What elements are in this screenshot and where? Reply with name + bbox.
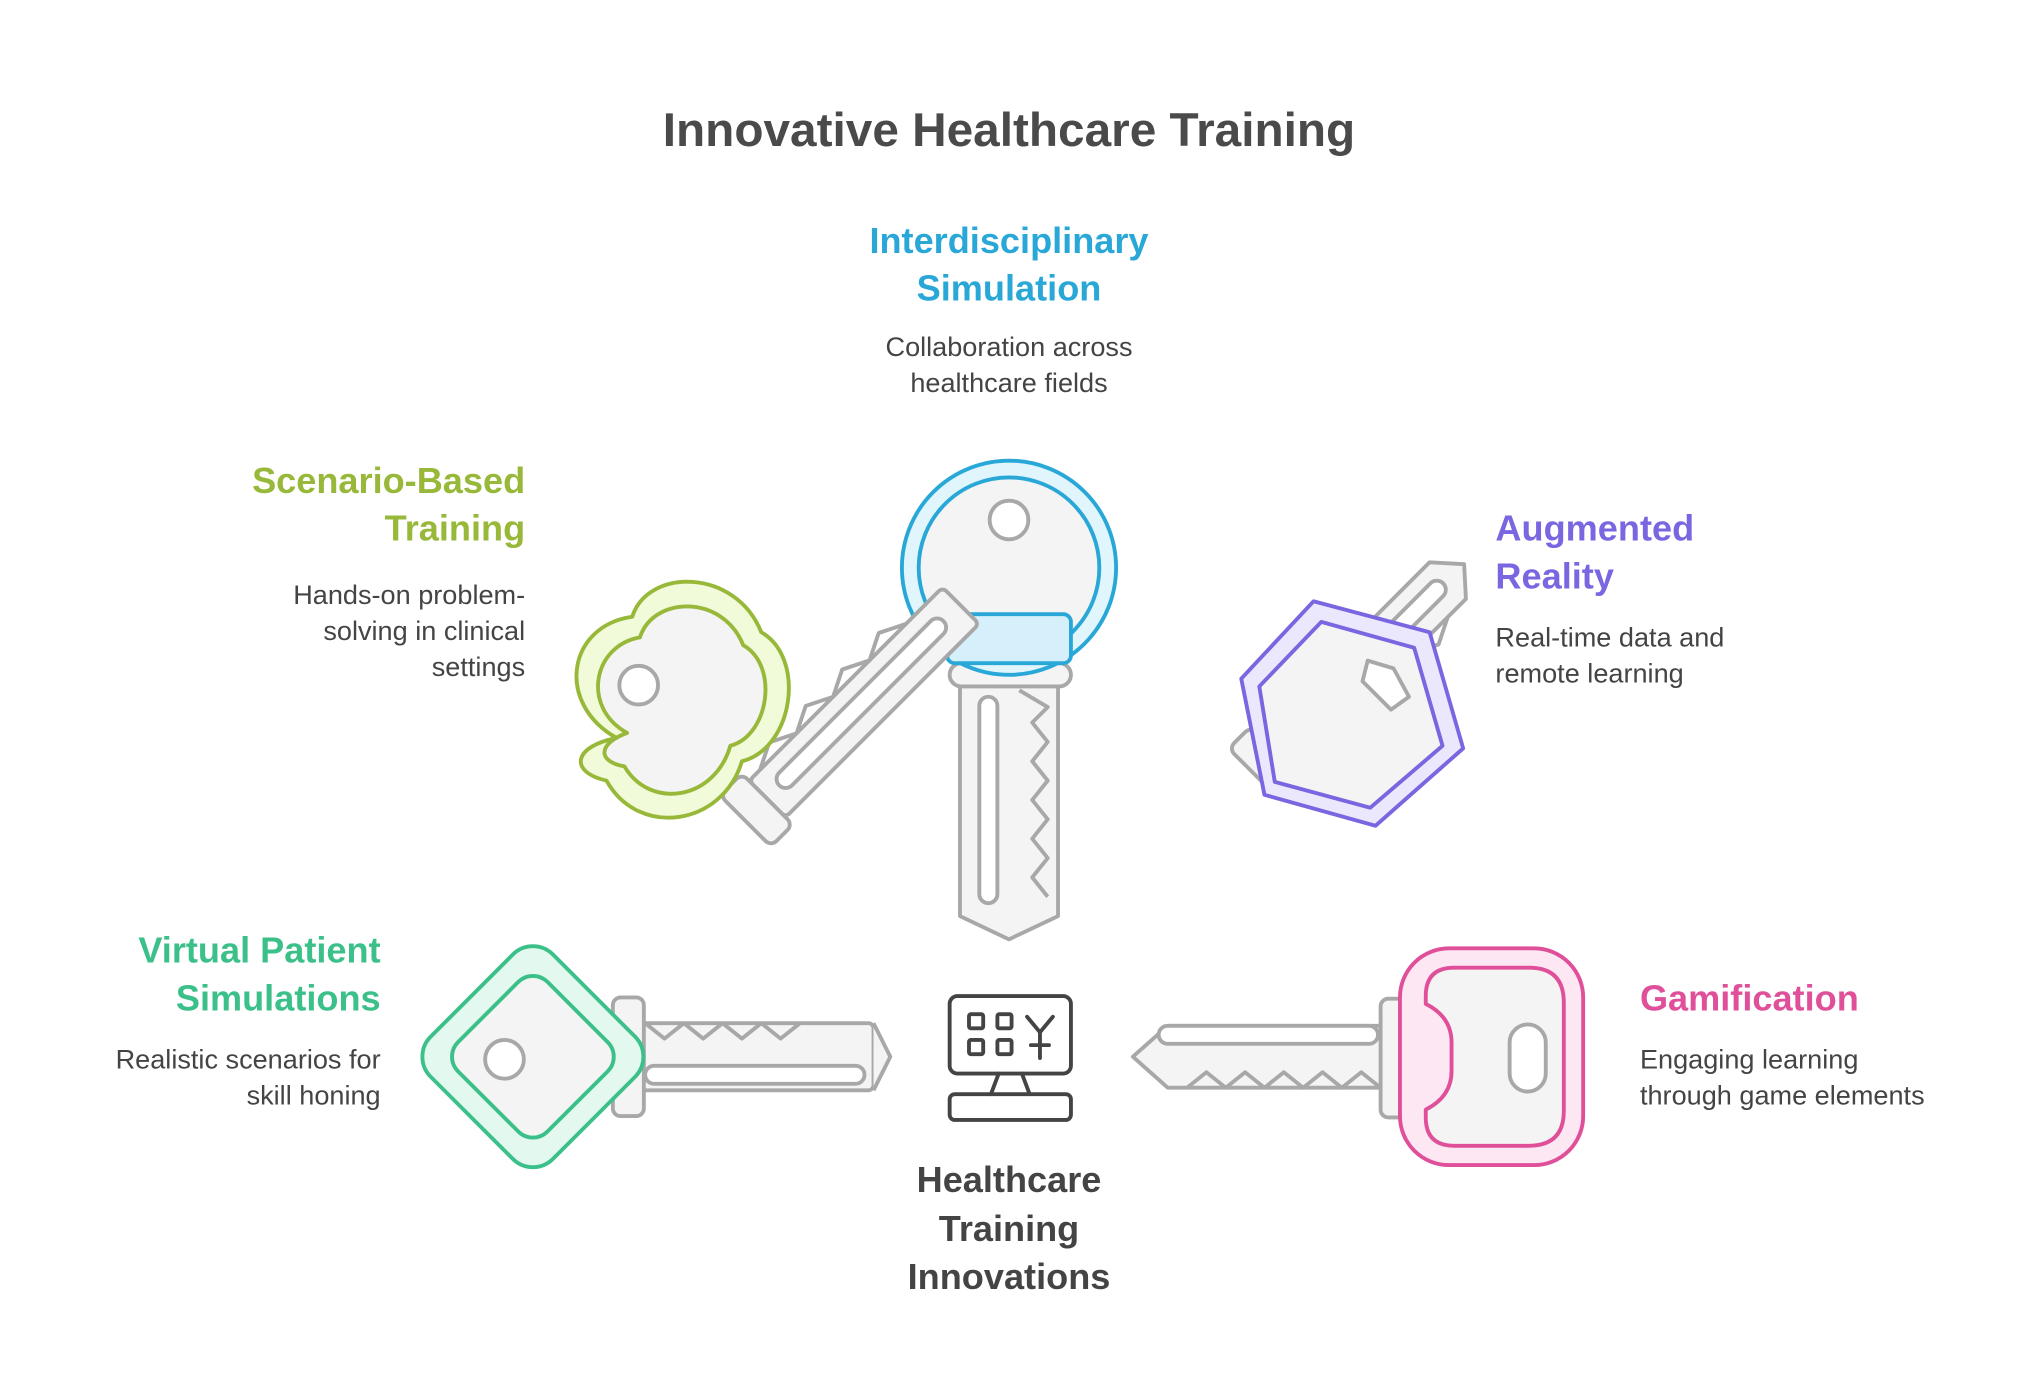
scenario-desc-line: solving in clinical: [323, 616, 526, 647]
interdisciplinary-block: Interdisciplinary Simulation Collaborati…: [751, 217, 1267, 403]
gamification-desc-line: through game elements: [1639, 1081, 1925, 1111]
virtual-title-line: Virtual Patient: [138, 930, 381, 971]
round-key-icon: [899, 458, 1119, 942]
virtual-description: Realistic scenarios for skill honing: [19, 1043, 381, 1115]
interdisciplinary-title: Interdisciplinary Simulation: [751, 217, 1267, 312]
diamond-key-icon: [420, 944, 893, 1170]
scenario-block: Scenario-Based Training Hands-on problem…: [138, 457, 525, 687]
scenario-title: Scenario-Based Training: [138, 457, 525, 552]
center-label-line: Innovations: [907, 1256, 1111, 1297]
virtual-title-line: Simulations: [175, 978, 381, 1019]
scenario-desc-line: settings: [431, 652, 526, 683]
augmented-title-line: Reality: [1495, 556, 1614, 597]
scenario-title-line: Training: [384, 508, 526, 549]
rounded-square-key-icon: [1130, 946, 1586, 1168]
hexagon-key-icon: [1230, 560, 1468, 828]
gamification-title: Gamification: [1640, 974, 2008, 1022]
virtual-block: Virtual Patient Simulations Realistic sc…: [19, 926, 381, 1115]
virtual-desc-line: Realistic scenarios for: [115, 1045, 381, 1075]
interdisciplinary-desc-line: healthcare fields: [910, 369, 1108, 399]
augmented-block: Augmented Reality Real-time data and rem…: [1495, 504, 1908, 692]
augmented-description: Real-time data and remote learning: [1495, 621, 1908, 693]
augmented-title: Augmented Reality: [1495, 504, 1908, 599]
augmented-desc-line: Real-time data and: [1495, 623, 1725, 653]
augmented-desc-line: remote learning: [1495, 659, 1684, 690]
gamification-description: Engaging learning through game elements: [1640, 1043, 2008, 1115]
interdisciplinary-desc-line: Collaboration across: [885, 332, 1133, 363]
clover-key-icon: [574, 579, 979, 846]
virtual-desc-line: skill honing: [246, 1081, 381, 1111]
computer-terminal-icon: [947, 994, 1073, 1122]
center-label-line: Training: [938, 1208, 1080, 1249]
virtual-title: Virtual Patient Simulations: [19, 926, 380, 1021]
scenario-description: Hands-on problem- solving in clinical se…: [138, 578, 525, 686]
page-title: Innovative Healthcare Training: [662, 103, 1356, 157]
gamification-desc-line: Engaging learning: [1639, 1045, 1859, 1075]
center-label-line: Healthcare: [916, 1159, 1102, 1200]
augmented-title-line: Augmented: [1495, 508, 1695, 549]
scenario-desc-line: Hands-on problem-: [293, 580, 526, 611]
interdisciplinary-description: Collaboration across healthcare fields: [751, 330, 1267, 402]
center-label: Healthcare Training Innovations: [815, 1156, 1202, 1301]
interdisciplinary-title-line: Simulation: [916, 268, 1102, 309]
gamification-block: Gamification Engaging learning through g…: [1640, 974, 2008, 1115]
scenario-title-line: Scenario-Based: [252, 460, 526, 501]
interdisciplinary-title-line: Interdisciplinary: [869, 220, 1149, 261]
gamification-title-line: Gamification: [1639, 978, 1859, 1019]
